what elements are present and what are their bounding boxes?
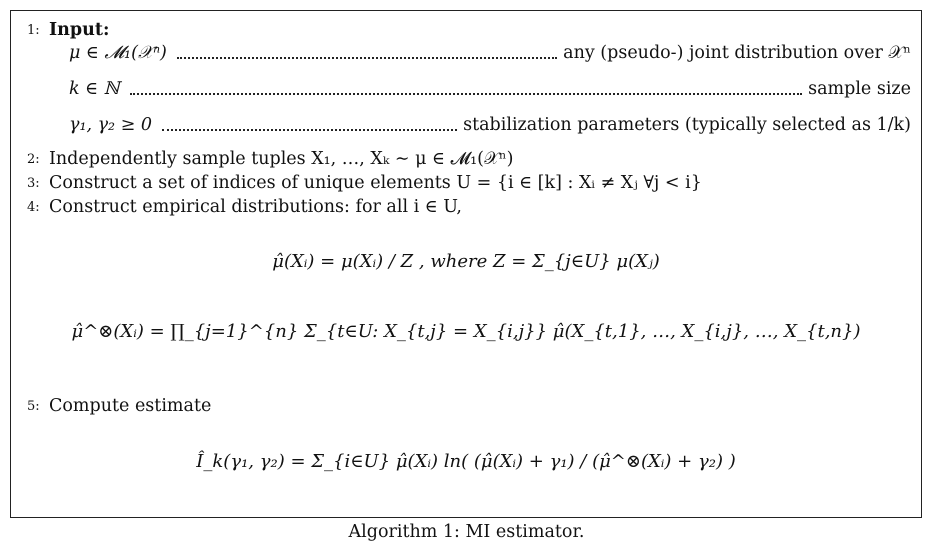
- input-header: 1: Input:: [27, 19, 911, 42]
- line-number: 2:: [27, 152, 40, 167]
- line-number: 3:: [27, 176, 40, 191]
- algorithm-caption: Algorithm 1: MI estimator.: [348, 522, 585, 542]
- line-number: 4:: [27, 200, 40, 215]
- step-3: 3: Construct a set of indices of unique e…: [27, 172, 911, 195]
- step-4: 4: Construct empirical distributions: for…: [27, 196, 911, 219]
- equation-mu-hat: μ̂(Xᵢ) = μ(Xᵢ) / Z , where Z = Σ_{j∈U} μ…: [272, 251, 660, 272]
- dot-leader: [176, 57, 558, 59]
- step-5: 5: Compute estimate: [27, 395, 911, 418]
- param-symbol: γ₁, γ₂ ≥ 0: [69, 115, 152, 135]
- input-label: Input:: [49, 20, 110, 40]
- step-text: Compute estimate: [49, 396, 212, 416]
- param-row-gamma: γ₁, γ₂ ≥ 0 stabilization parameters (typ…: [69, 113, 911, 137]
- param-description: any (pseudo-) joint distribution over 𝒳ⁿ: [563, 43, 911, 63]
- equation-estimate: Î_k(γ₁, γ₂) = Σ_{i∈U} μ̂(Xᵢ) ln( (μ̂(Xᵢ)…: [196, 451, 736, 472]
- equation-mu-hat-product: μ̂^⊗(Xᵢ) = ∏_{j=1}^{n} Σ_{t∈U: X_{t,j} =…: [71, 321, 861, 342]
- line-number: 1:: [27, 23, 40, 38]
- param-symbol: k ∈ ℕ: [69, 79, 120, 99]
- param-description: sample size: [808, 79, 911, 99]
- param-row-mu: μ ∈ 𝓜₁(𝒳ⁿ) any (pseudo-) joint distribut…: [69, 41, 911, 65]
- algorithm-box: 1: Input: μ ∈ 𝓜₁(𝒳ⁿ) any (pseudo-) joint …: [10, 10, 922, 518]
- step-text: Construct a set of indices of unique ele…: [49, 173, 702, 193]
- param-row-k: k ∈ ℕ sample size: [69, 77, 911, 101]
- param-symbol: μ ∈ 𝓜₁(𝒳ⁿ): [69, 43, 167, 63]
- param-description: stabilization parameters (typically sele…: [463, 115, 911, 135]
- dot-leader: [129, 93, 803, 95]
- dot-leader: [162, 129, 458, 131]
- step-2: 2: Independently sample tuples X₁, …, Xₖ …: [27, 148, 911, 171]
- step-text: Independently sample tuples X₁, …, Xₖ ∼ …: [49, 149, 514, 169]
- step-text: Construct empirical distributions: for a…: [49, 197, 462, 217]
- line-number: 5:: [27, 399, 40, 414]
